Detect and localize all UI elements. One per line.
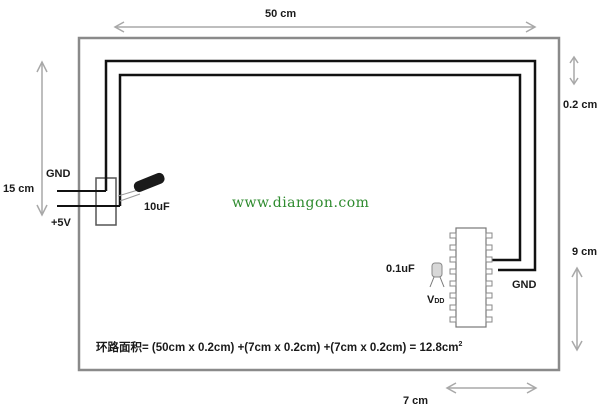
- capacitor-0.1uf-icon: [429, 262, 445, 288]
- dimension-7cm-arrow: [445, 382, 538, 394]
- formula-expression: (50cm x 0.2cm) +(7cm x 0.2cm) +(7cm x 0.…: [151, 342, 459, 354]
- ic-chip-icon: [449, 227, 493, 328]
- vdd-subscript: DD: [434, 298, 445, 305]
- dimension-15cm-arrow: [36, 60, 48, 217]
- gnd-right-label: GND: [512, 279, 537, 291]
- board-outline: [77, 36, 561, 372]
- decoupling-cap-label: 0.1uF: [386, 263, 415, 275]
- dimension-9cm-arrow: [571, 266, 583, 352]
- width-label: 50 cm: [265, 8, 297, 20]
- vdd-main-text: V: [427, 294, 435, 306]
- formula-prefix: 环路面积=: [96, 342, 149, 354]
- gnd-trace: [104, 59, 537, 272]
- loop-area-formula: 环路面积= (50cm x 0.2cm) +(7cm x 0.2cm) +(7c…: [96, 341, 463, 355]
- right-drop-label: 9 cm: [572, 246, 598, 258]
- trace-gap-label: 0.2 cm: [563, 99, 598, 111]
- watermark: www.diangon.com: [232, 195, 370, 211]
- dimension-0.2cm-arrow: [569, 55, 579, 86]
- vdd-label: VDD: [427, 295, 444, 306]
- formula-exponent: 2: [458, 341, 463, 348]
- bulk-cap-label: 10uF: [144, 201, 170, 213]
- bottom-run-label: 7 cm: [403, 395, 429, 407]
- height-label: 15 cm: [3, 183, 35, 195]
- vcc-left-label: +5V: [51, 217, 71, 229]
- capacitor-10uf-icon: [117, 172, 165, 202]
- dimension-50cm-arrow: [113, 21, 537, 33]
- gnd-left-label: GND: [46, 168, 71, 180]
